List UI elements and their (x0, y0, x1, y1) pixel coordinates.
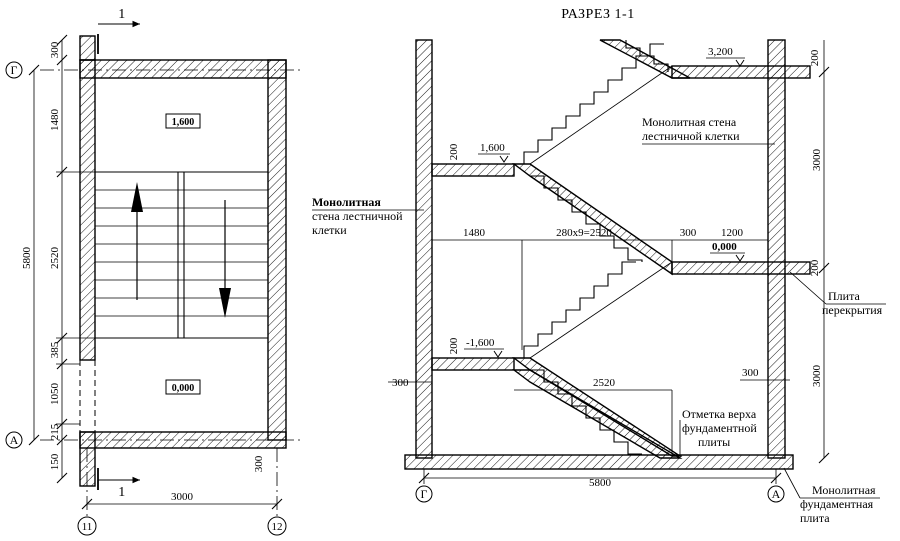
plan-wall-left (79, 59, 96, 361)
section-dim-200-upper: 200 (448, 143, 460, 160)
section-axis-a: А (772, 487, 781, 501)
plan-dim-5800: 5800 (21, 247, 33, 270)
plan-level-box-lower (165, 379, 201, 395)
note-slab-line1: Плита (828, 289, 860, 303)
note-found-line3: плиты (698, 435, 730, 449)
steps-flight-b (523, 261, 636, 358)
foundation-plate (404, 454, 794, 470)
section-dim-200-right-top: 200 (809, 49, 821, 66)
steps-flight-c (530, 175, 643, 262)
section-dim-3000-bottom: 3000 (811, 365, 823, 388)
section-dim-2520: 2520 (593, 377, 616, 389)
axis-12-bubble (267, 516, 287, 536)
stair-plan: 1,600 0,000 1 1 Г А 11 12 (5, 7, 300, 536)
section-title: РАЗРЕЗ 1-1 (561, 7, 634, 22)
section-level-3200: 3,200 (708, 46, 733, 58)
plan-wall-right (267, 59, 287, 441)
section-axis-g: Г (421, 487, 428, 501)
note-plate-line1: Монолитная (812, 483, 876, 497)
plan-level-box-upper (165, 113, 201, 129)
flight-slab-2 (511, 357, 683, 457)
plan-treads (95, 189, 268, 317)
note-wall-left-line1: Монолитная (312, 195, 381, 209)
steps-flight-d (530, 369, 642, 455)
axis-a-bubble (5, 431, 23, 449)
section-level-0000: 0,000 (712, 241, 737, 253)
plan-axis-11: 11 (82, 521, 93, 533)
section-dim-300-mid: 300 (680, 227, 697, 239)
slab-3200 (671, 65, 811, 79)
note-plate-line3: плита (800, 511, 830, 525)
plan-wall-bottom (79, 431, 287, 449)
plan-dim-2520: 2520 (49, 247, 61, 270)
note-slab-line2: перекрытия (822, 303, 883, 317)
plan-dim-150: 150 (49, 453, 61, 470)
slab-0000 (671, 261, 811, 275)
section-dim-200-lower: 200 (448, 337, 460, 354)
note-wall-left-line2: стена лестничной (312, 209, 403, 223)
axis-11-bubble (77, 516, 97, 536)
section-dim-200-right-mid: 200 (809, 259, 821, 276)
plan-wall-left-lower (79, 431, 96, 487)
plan-cut-mark-top: 1 (118, 7, 126, 22)
section-wall-left (415, 39, 433, 459)
axis-g-bubble (5, 61, 23, 79)
plan-level-lower: 0,000 (172, 383, 195, 394)
note-found-line2: фундаментной (682, 421, 757, 435)
up-arrow-icon (131, 182, 143, 212)
plan-dim-385: 385 (49, 341, 61, 358)
section-dim-1480: 1480 (463, 227, 486, 239)
plan-dim-ticks (28, 34, 95, 484)
plan-dim-300-top: 300 (49, 41, 61, 58)
plan-dim-1480: 1480 (49, 109, 61, 132)
flight-slab-1 (511, 163, 673, 276)
section-dim-300-left: 300 (392, 377, 409, 389)
section-axis-g-bubble (415, 485, 433, 503)
note-wall-right-line1: Монолитная стена (642, 115, 737, 129)
note-wall-right-line2: лестничной клетки (642, 129, 740, 143)
flight-top (599, 39, 691, 79)
plan-axis-12: 12 (272, 521, 283, 533)
plan-dim-1050: 1050 (49, 383, 61, 406)
down-arrow-icon (219, 288, 231, 318)
landing-1600 (431, 163, 515, 177)
section-dim-flight: 280х9=2520 (556, 227, 612, 239)
section-dim-5800: 5800 (589, 477, 612, 489)
section-dim-1200: 1200 (721, 227, 744, 239)
section-dim-300-right: 300 (742, 367, 759, 379)
section-level-m1600: -1,600 (466, 337, 495, 349)
plan-dim-300-right: 300 (253, 455, 265, 472)
note-found-line1: Отметка верха (682, 407, 757, 421)
plan-axis-a: А (10, 433, 19, 447)
landing-m1600 (431, 357, 515, 371)
plan-wall-left-top-stub (79, 35, 96, 61)
plan-wall-top (79, 59, 287, 79)
stair-section: РАЗРЕЗ 1-1 3,200 1,600 (312, 7, 886, 525)
note-wall-left-line3: клетки (312, 223, 347, 237)
plan-dim-3000: 3000 (171, 491, 194, 503)
plan-axis-g: Г (11, 63, 18, 77)
plan-dim-215: 215 (49, 423, 61, 440)
section-axis-a-bubble (767, 485, 785, 503)
section-dim-3000-top: 3000 (811, 149, 823, 172)
plan-level-upper: 1,600 (172, 117, 195, 128)
plan-cut-mark-bottom: 1 (118, 485, 126, 500)
note-plate-line2: фундаментная (800, 497, 874, 511)
steps-flight-a (523, 43, 664, 164)
section-level-1600: 1,600 (480, 142, 505, 154)
section-wall-right (767, 39, 786, 459)
